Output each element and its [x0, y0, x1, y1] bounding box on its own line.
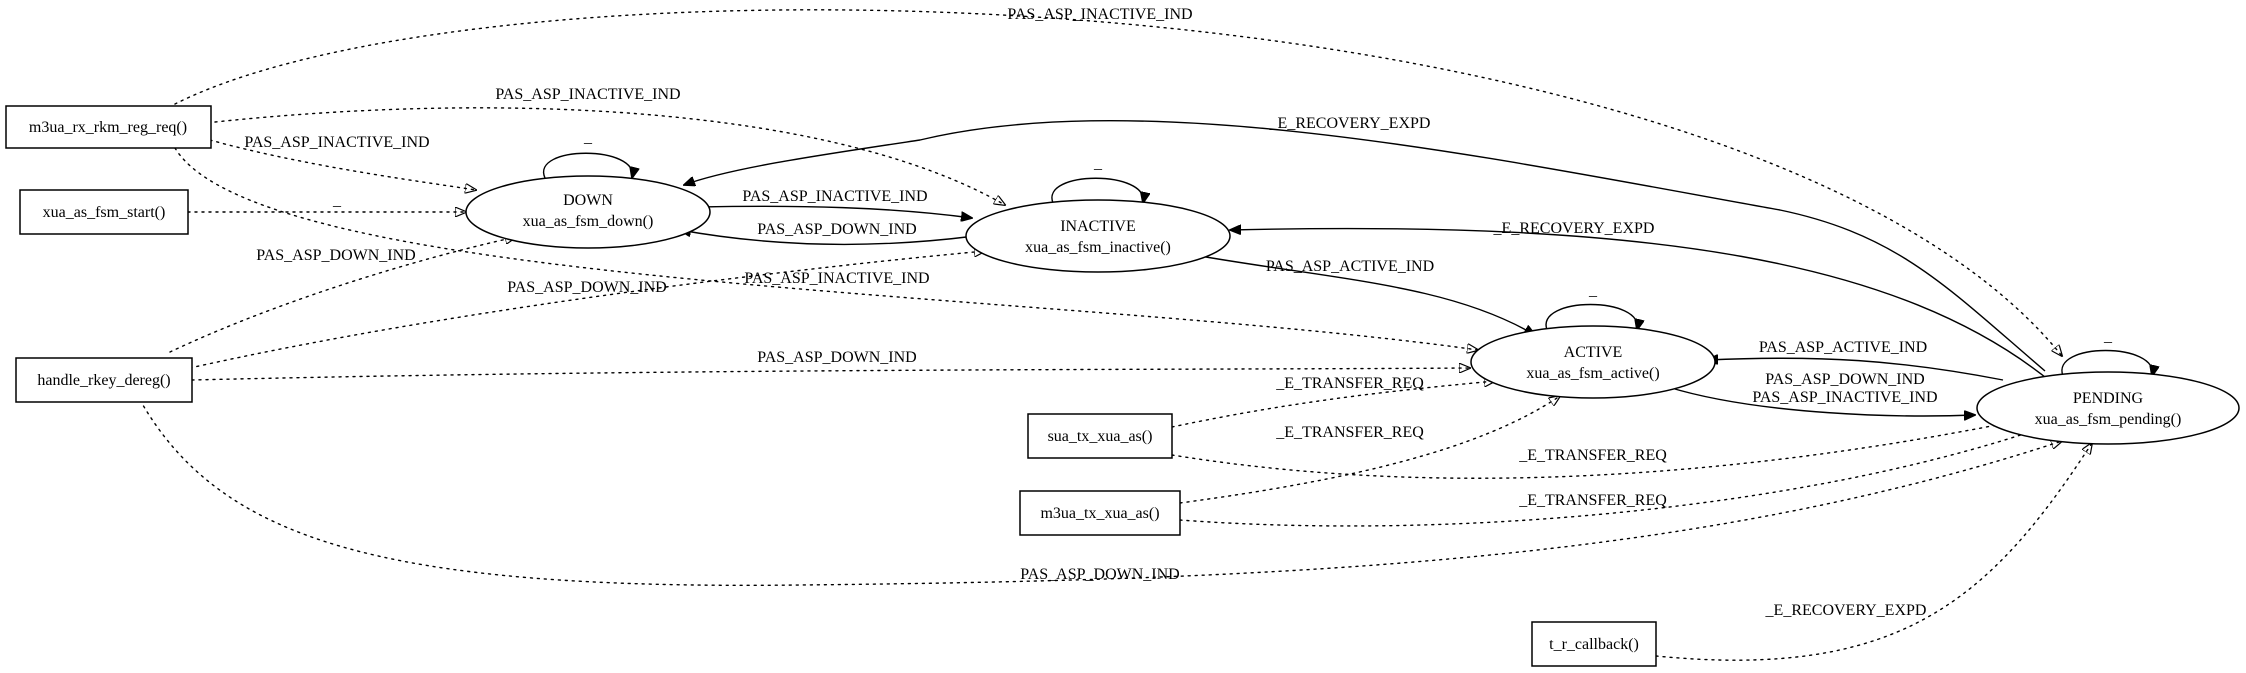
source-timer-label: t_r_callback() — [1549, 636, 1639, 653]
edge-rkm-pending — [174, 9, 2062, 356]
edge-pending-inactive — [1230, 229, 2051, 382]
edge-sua-pending — [1171, 420, 2022, 479]
edge-label-inactive-self: _ — [1093, 155, 1103, 172]
edges: PAS_ASP_INACTIVE_IND PAS_ASP_INACTIVE_IN… — [139, 6, 2152, 661]
edge-label-pending-active: PAS_ASP_ACTIVE_IND — [1759, 339, 1927, 356]
source-rkm-box — [5, 105, 212, 149]
edge-label-active-pending: PAS_ASP_DOWN_IND — [1765, 371, 1924, 388]
edge-label-rkm-pending: PAS_ASP_INACTIVE_IND — [1007, 6, 1192, 23]
state-active-func: xua_as_fsm_active() — [1526, 365, 1659, 382]
edge-label-down-inactive: PAS_ASP_INACTIVE_IND — [742, 188, 927, 205]
edge-label-inactive-active: PAS_ASP_ACTIVE_IND — [1266, 258, 1434, 275]
source-sua: sua_tx_xua_as() — [1027, 413, 1173, 459]
edge-dereg-pending — [139, 399, 2062, 587]
edge-label-dereg-active: PAS_ASP_DOWN_IND — [757, 349, 916, 366]
edge-pending-down — [684, 120, 2046, 372]
edge-m3ua-pending — [1179, 428, 2042, 527]
edge-label-m3ua-active: _E_TRANSFER_REQ — [1275, 424, 1424, 441]
source-nodes: m3ua_rx_rkm_reg_req() xua_as_fsm_start()… — [5, 105, 1657, 667]
state-pending: PENDING xua_as_fsm_pending() — [1976, 371, 2240, 445]
edge-down-inactive — [699, 205, 972, 218]
edge-active-self — [1545, 303, 1637, 331]
edge-label-rkm-active: PAS_ASP_DOWN_IND — [256, 247, 415, 264]
state-active-name: ACTIVE — [1564, 344, 1623, 361]
state-pending-shape — [1976, 371, 2240, 445]
source-m3ua-box — [1019, 490, 1181, 536]
state-nodes: DOWN xua_as_fsm_down() INACTIVE xua_as_f… — [465, 175, 2240, 445]
edge-timer-pending — [1655, 443, 2092, 661]
edge-label-down-self: _ — [583, 129, 593, 146]
source-sua-box — [1027, 413, 1173, 459]
edge-label-timer-pending: _E_RECOVERY_EXPD — [1765, 602, 1927, 619]
source-start-box — [19, 189, 189, 235]
edge-label-dereg-pending: PAS_ASP_DOWN_IND — [1020, 566, 1179, 583]
edge-label-dereg-down: PAS_ASP_DOWN_IND — [507, 279, 666, 296]
edge-dereg-inactive — [189, 251, 985, 369]
edge-label-active-pending-2: PAS_ASP_INACTIVE_IND — [1752, 389, 1937, 406]
state-inactive: INACTIVE xua_as_fsm_inactive() — [965, 199, 1231, 273]
state-inactive-name: INACTIVE — [1060, 218, 1136, 235]
edge-label-rkm-inactive: PAS_ASP_INACTIVE_IND — [495, 86, 680, 103]
edge-label-start-down: _ — [332, 192, 342, 209]
edge-label-sua-pending: _E_TRANSFER_REQ — [1518, 447, 1667, 464]
edge-label-pending-down: _E_RECOVERY_EXPD — [1269, 115, 1431, 132]
edge-label-sua-active: _E_TRANSFER_REQ — [1275, 375, 1424, 392]
edge-rkm-down — [209, 139, 476, 190]
source-m3ua: m3ua_tx_xua_as() — [1019, 490, 1181, 536]
edge-label-pending-inactive: _E_RECOVERY_EXPD — [1493, 220, 1655, 237]
source-start: xua_as_fsm_start() — [19, 189, 189, 235]
edge-inactive-active — [1199, 255, 1535, 335]
edge-rkm-active — [174, 147, 1478, 350]
edge-label-dereg-inactive: PAS_ASP_INACTIVE_IND — [744, 270, 929, 287]
edge-label-inactive-down: PAS_ASP_DOWN_IND — [757, 221, 916, 238]
source-sua-label: sua_tx_xua_as() — [1048, 428, 1153, 445]
edge-inactive-self — [1051, 177, 1143, 203]
edge-dereg-active — [191, 368, 1470, 381]
source-dereg: handle_rkey_dereg() — [15, 357, 193, 403]
state-inactive-func: xua_as_fsm_inactive() — [1025, 239, 1171, 256]
edge-inactive-down — [680, 230, 976, 246]
edge-label-pending-self: _ — [2103, 328, 2113, 345]
edge-dereg-down — [169, 237, 516, 353]
state-pending-name: PENDING — [2073, 390, 2144, 407]
state-down-shape — [465, 175, 711, 249]
state-down-name: DOWN — [563, 192, 613, 209]
source-dereg-label: handle_rkey_dereg() — [37, 372, 170, 389]
state-active: ACTIVE xua_as_fsm_active() — [1470, 325, 1716, 399]
source-rkm: m3ua_rx_rkm_reg_req() — [5, 105, 212, 149]
state-down: DOWN xua_as_fsm_down() — [465, 175, 711, 249]
state-down-func: xua_as_fsm_down() — [523, 213, 654, 230]
edge-pending-active — [1707, 358, 2004, 381]
edge-label-m3ua-pending: _E_TRANSFER_REQ — [1518, 492, 1667, 509]
edge-active-pending — [1667, 386, 1975, 416]
state-inactive-shape — [965, 199, 1231, 273]
edge-rkm-inactive — [214, 107, 1005, 205]
source-start-label: xua_as_fsm_start() — [43, 204, 166, 221]
edge-pending-self — [2061, 349, 2152, 377]
source-rkm-label: m3ua_rx_rkm_reg_req() — [29, 119, 187, 136]
edge-label-active-self: _ — [1588, 282, 1598, 299]
edge-down-self — [542, 152, 633, 178]
source-timer-box — [1531, 621, 1657, 667]
source-m3ua-label: m3ua_tx_xua_as() — [1040, 505, 1159, 522]
state-active-shape — [1470, 325, 1716, 399]
edge-label-rkm-down: PAS_ASP_INACTIVE_IND — [244, 134, 429, 151]
edge-m3ua-active — [1179, 396, 1560, 504]
edge-sua-active — [1171, 381, 1495, 428]
source-dereg-box — [15, 357, 193, 403]
state-pending-func: xua_as_fsm_pending() — [2035, 411, 2182, 428]
source-timer: t_r_callback() — [1531, 621, 1657, 667]
